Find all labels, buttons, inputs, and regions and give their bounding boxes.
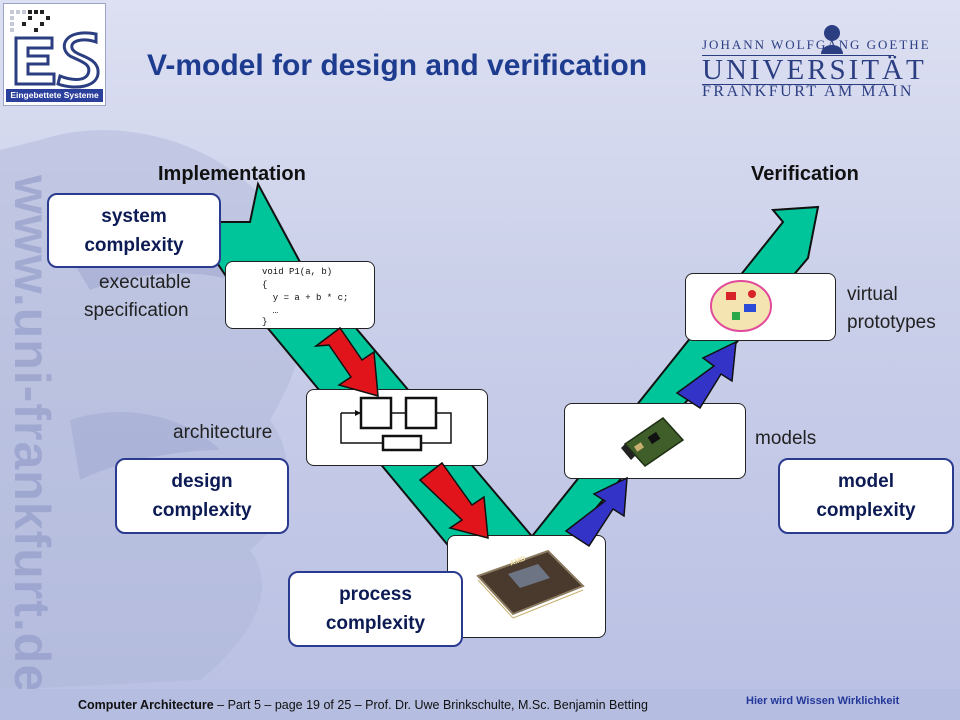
- processor-box: AMD: [447, 535, 606, 638]
- university-line-1: JOHANN WOLFGANG GOETHE: [702, 37, 931, 52]
- footer-slogan: Hier wird Wissen Wirklichkeit: [746, 695, 900, 707]
- virtual-label: virtual: [847, 284, 898, 305]
- model-complexity-card: model complexity: [778, 458, 954, 534]
- university-rule-bottom: [702, 84, 894, 85]
- system-complexity-text: system complexity: [84, 205, 184, 256]
- system-complexity-card: system complexity: [47, 193, 221, 268]
- verification-heading: Verification: [751, 163, 859, 185]
- code-line-3: y = a + b * c;: [262, 293, 349, 303]
- virtual-prototype-box: [685, 273, 836, 341]
- footer-text: Computer Architecture – Part 5 – page 19…: [78, 698, 648, 712]
- code-line-4: …: [262, 306, 279, 316]
- footer-details: – Part 5 – page 19 of 25 – Prof. Dr. Uwe…: [213, 698, 648, 712]
- prototypes-label: prototypes: [847, 312, 936, 333]
- models-box: [564, 403, 746, 479]
- impl-arrow-2: [418, 461, 489, 539]
- code-line-2: {: [262, 280, 268, 290]
- virtual-prototype-diagram-icon: [710, 280, 772, 332]
- processor-chip-icon: [476, 549, 585, 619]
- footer-course: Computer Architecture: [78, 698, 214, 712]
- university-line-2: UNIVERSITÄT: [702, 54, 927, 86]
- verif-arrow-2: [675, 340, 737, 410]
- goethe-portrait-icon: [821, 25, 843, 54]
- verif-arrow-1: [564, 476, 628, 548]
- process-complexity-text: process complexity: [325, 584, 426, 634]
- design-complexity-card: design complexity: [115, 458, 289, 534]
- architecture-label: architecture: [173, 422, 273, 443]
- code-line-1: void P1(a, b): [262, 267, 333, 277]
- architecture-box: [306, 389, 488, 466]
- process-complexity-card: process complexity: [288, 571, 463, 647]
- es-logo-graphic: [10, 10, 100, 89]
- footer-bar: [0, 689, 960, 720]
- implementation-heading: Implementation: [158, 163, 306, 185]
- model-complexity-text: model complexity: [816, 471, 916, 521]
- university-rule-top: [702, 55, 894, 56]
- executable-label: executable: [99, 272, 191, 293]
- es-logo: Eingebettete Systeme: [3, 3, 106, 106]
- specification-label: specification: [84, 300, 189, 321]
- circuit-board-icon: [621, 417, 685, 467]
- university-line-3: FRANKFURT AM MAIN: [702, 83, 914, 100]
- models-label: models: [755, 428, 817, 449]
- executable-specification-box: [225, 261, 375, 329]
- code-line-5: }: [262, 317, 268, 327]
- impl-arrow-1: [313, 326, 379, 398]
- es-logo-caption: Eingebettete Systeme: [6, 89, 103, 102]
- design-complexity-text: design complexity: [152, 471, 252, 521]
- page-title: V-model for design and verification: [147, 49, 648, 82]
- architecture-block-diagram-icon: [340, 396, 452, 452]
